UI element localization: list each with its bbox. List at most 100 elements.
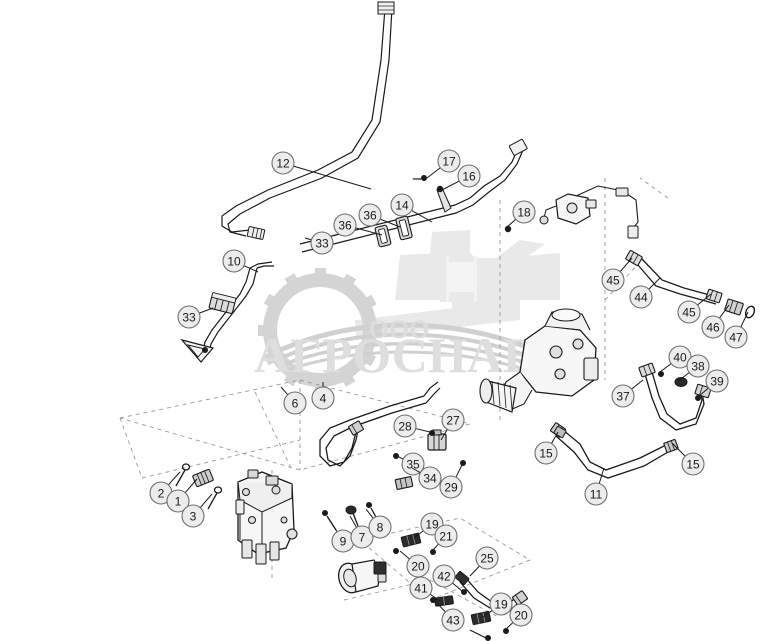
clamp-36a xyxy=(374,224,392,248)
callout-bubble[interactable] xyxy=(509,603,533,627)
callout-8[interactable]: 8 xyxy=(365,508,392,539)
callout-bubble[interactable] xyxy=(350,525,374,549)
callout-leader-line xyxy=(455,464,463,478)
callout-41[interactable]: 41 xyxy=(409,576,441,602)
callout-9[interactable]: 9 xyxy=(328,518,355,553)
callout-number: 10 xyxy=(227,255,241,269)
callout-45[interactable]: 45 xyxy=(601,257,633,292)
callout-bubble[interactable] xyxy=(393,414,417,438)
callout-20[interactable]: 20 xyxy=(504,603,533,631)
callout-36[interactable]: 36 xyxy=(358,203,401,228)
callout-bubble[interactable] xyxy=(724,325,748,349)
callout-bubble[interactable] xyxy=(401,452,425,476)
callout-39[interactable]: 39 xyxy=(698,369,729,397)
callout-bubble[interactable] xyxy=(611,384,635,408)
callout-3[interactable]: 3 xyxy=(181,493,213,528)
callout-bubble[interactable] xyxy=(271,151,295,175)
callout-18[interactable]: 18 xyxy=(505,200,536,229)
callout-bubble[interactable] xyxy=(441,408,465,432)
callout-6[interactable]: 6 xyxy=(280,386,307,415)
callout-19[interactable]: 19 xyxy=(413,512,444,539)
callout-bubble[interactable] xyxy=(686,354,710,378)
callout-47[interactable]: 47 xyxy=(724,311,749,349)
callout-11[interactable]: 11 xyxy=(584,467,608,506)
callout-bubble[interactable] xyxy=(311,386,335,410)
callout-leader-line xyxy=(349,515,357,528)
callout-36[interactable]: 36 xyxy=(333,213,383,237)
callout-20[interactable]: 20 xyxy=(399,550,430,578)
callout-leader-line xyxy=(619,257,633,273)
clamp-36b xyxy=(395,215,413,241)
callout-bubble[interactable] xyxy=(390,193,414,217)
accumulator-assembly xyxy=(337,559,387,594)
callout-bubble[interactable] xyxy=(457,164,481,188)
callout-33[interactable]: 33 xyxy=(177,305,214,329)
callout-16[interactable]: 16 xyxy=(439,164,481,192)
callout-34[interactable]: 34 xyxy=(411,466,442,490)
callout-bubble[interactable] xyxy=(409,576,433,600)
callout-bubble[interactable] xyxy=(177,305,201,329)
oring-47 xyxy=(744,305,756,319)
callout-bubble[interactable] xyxy=(681,452,705,476)
callout-bubble[interactable] xyxy=(418,466,442,490)
callout-number: 44 xyxy=(634,291,648,305)
callout-bubble[interactable] xyxy=(358,203,382,227)
callout-10[interactable]: 10 xyxy=(222,249,259,273)
callout-2[interactable]: 2 xyxy=(149,471,181,505)
callout-bubble[interactable] xyxy=(534,441,558,465)
callout-number: 45 xyxy=(682,306,696,320)
callout-bubble[interactable] xyxy=(441,608,465,632)
callout-1[interactable]: 1 xyxy=(166,478,198,513)
callout-bubble[interactable] xyxy=(489,592,513,616)
callout-4[interactable]: 4 xyxy=(311,382,335,410)
bolt-28 xyxy=(429,430,435,436)
callout-bubble[interactable] xyxy=(475,546,499,570)
callout-bubble[interactable] xyxy=(439,475,463,499)
callout-29[interactable]: 29 xyxy=(439,464,463,499)
callout-43[interactable]: 43 xyxy=(435,601,465,632)
callout-bubble[interactable] xyxy=(677,300,701,324)
callout-17[interactable]: 17 xyxy=(426,149,461,179)
callout-19[interactable]: 19 xyxy=(482,592,513,618)
callout-bubble[interactable] xyxy=(166,489,190,513)
callout-7[interactable]: 7 xyxy=(349,515,374,549)
callout-bubble[interactable] xyxy=(181,504,205,528)
callout-bubble[interactable] xyxy=(434,524,458,548)
bolt-39 xyxy=(695,395,701,401)
callout-21[interactable]: 21 xyxy=(431,524,458,552)
callout-bubble[interactable] xyxy=(368,515,392,539)
callout-bubble[interactable] xyxy=(283,391,307,415)
callout-number: 18 xyxy=(517,206,531,220)
callout-bubble[interactable] xyxy=(333,213,357,237)
callout-45[interactable]: 45 xyxy=(677,293,712,324)
callout-bubble[interactable] xyxy=(629,285,653,309)
callout-38[interactable]: 38 xyxy=(677,354,710,382)
callout-bubble[interactable] xyxy=(512,200,536,224)
callout-12[interactable]: 12 xyxy=(271,151,372,190)
callout-42[interactable]: 42 xyxy=(432,564,463,592)
callout-bubble[interactable] xyxy=(584,482,608,506)
callout-bubble[interactable] xyxy=(705,369,729,393)
callout-44[interactable]: 44 xyxy=(629,277,661,309)
callout-33[interactable]: 33 xyxy=(304,231,334,255)
callout-14[interactable]: 14 xyxy=(390,193,433,223)
callout-bubble[interactable] xyxy=(701,315,725,339)
callout-leader-line xyxy=(304,237,312,241)
callout-46[interactable]: 46 xyxy=(701,304,730,339)
callout-bubble[interactable] xyxy=(437,149,461,173)
hydraulic-pump-assembly xyxy=(479,185,639,413)
callout-bubble[interactable] xyxy=(310,231,334,255)
callout-bubble[interactable] xyxy=(222,249,246,273)
callout-bubble[interactable] xyxy=(432,564,456,588)
callout-number: 40 xyxy=(673,351,687,365)
callout-15[interactable]: 15 xyxy=(671,442,705,476)
callout-25[interactable]: 25 xyxy=(469,546,499,577)
callout-27[interactable]: 27 xyxy=(440,408,465,441)
callout-28[interactable]: 28 xyxy=(393,414,431,438)
callout-35[interactable]: 35 xyxy=(394,452,425,476)
callout-15[interactable]: 15 xyxy=(534,431,559,465)
callout-37[interactable]: 37 xyxy=(611,379,644,408)
callout-40[interactable]: 40 xyxy=(659,345,692,373)
callout-bubble[interactable] xyxy=(601,268,625,292)
